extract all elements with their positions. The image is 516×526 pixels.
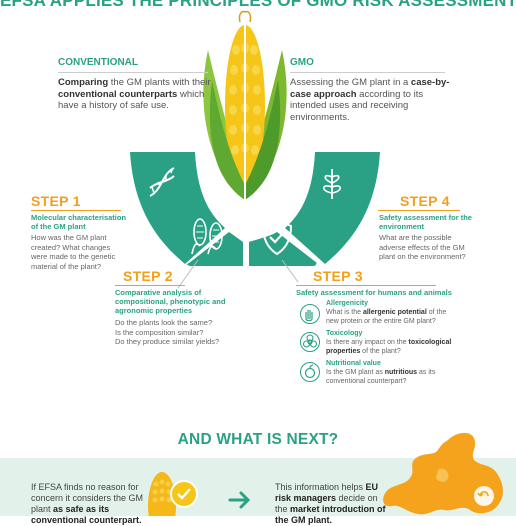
next-heading: AND WHAT IS NEXT?	[177, 431, 339, 448]
step4-title: STEP 4	[400, 193, 450, 209]
step2-desc: Do the plants look the same?Is the compo…	[115, 318, 220, 346]
gmo-text: Assessing the GM plant in a case-by-case…	[290, 77, 450, 123]
toxicology-label: Toxicology	[326, 330, 363, 337]
step2-title: STEP 2	[123, 268, 173, 284]
europe-map-icon	[383, 432, 503, 515]
step3-underline	[296, 285, 436, 286]
step4-tile	[285, 152, 380, 264]
step1-tile	[130, 152, 225, 264]
step3-title: STEP 3	[313, 268, 363, 284]
gmo-heading: GMO	[290, 57, 314, 68]
biohazard-icon	[300, 332, 320, 352]
toxicology-text: Is there any impact on the toxicological…	[326, 339, 452, 355]
conventional-heading: CONVENTIONAL	[58, 57, 138, 68]
next-left-text: If EFSA finds no reason for concern it c…	[31, 482, 144, 525]
shield-check-icon	[261, 218, 293, 256]
step2-underline	[115, 285, 185, 286]
dna-icon	[149, 167, 175, 197]
step4-underline	[378, 210, 460, 211]
step3-subtitle: Safety assessment for humans and animals	[296, 288, 452, 297]
corn-check-icon	[148, 472, 198, 516]
conventional-text: Comparing the GM plants with their conve…	[58, 77, 211, 111]
nutrition-icon	[300, 362, 320, 382]
allergen-hands-icon	[300, 304, 320, 324]
allergenicity-label: Allergenicity	[326, 300, 369, 307]
gmo-divider	[290, 72, 445, 73]
nutritional-value-label: Nutritional value	[326, 360, 381, 367]
conventional-divider	[58, 72, 208, 73]
leaf-plant-icon	[322, 169, 342, 199]
allergenicity-text: What is the allergenic potential of the …	[326, 309, 447, 325]
corn-cobs-icon	[191, 218, 223, 255]
step1-underline	[31, 210, 121, 211]
connector-lines	[177, 259, 299, 289]
arrow-right-icon	[228, 491, 251, 509]
step1-title: STEP 1	[31, 193, 81, 209]
page-title: EFSA APPLIES THE PRINCIPLES OF GMO RISK …	[0, 0, 516, 10]
corn-illustration	[203, 10, 287, 200]
nutritional-value-text: Is the GM plant as nutritious as its con…	[326, 369, 436, 385]
